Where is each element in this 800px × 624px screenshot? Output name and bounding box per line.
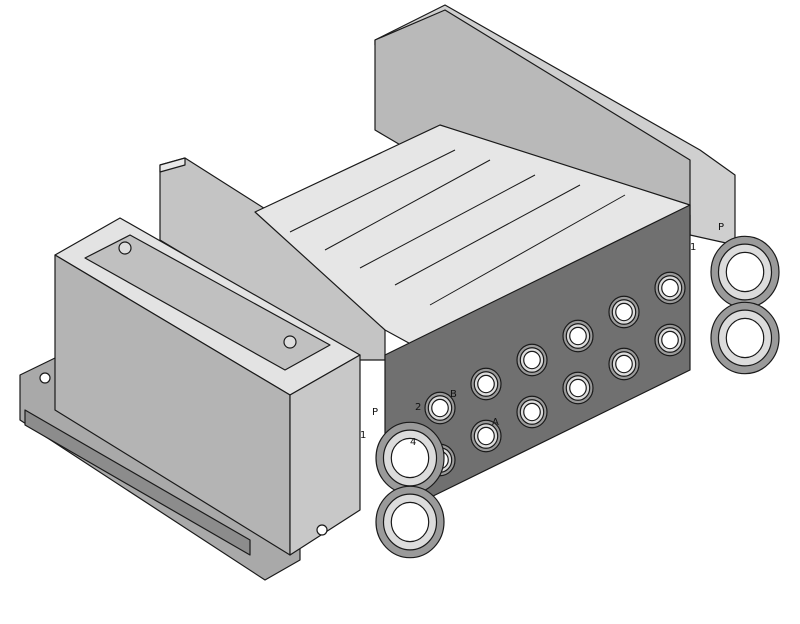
supply-fitting-right-bottom xyxy=(710,301,780,375)
port-fitting-b xyxy=(424,391,456,425)
screw-icon xyxy=(283,335,297,349)
port-fitting-b-ring xyxy=(523,350,541,370)
port-fitting-b xyxy=(470,367,502,401)
supply-fitting-right-top xyxy=(710,235,780,309)
supply-fitting-left-top-ring xyxy=(390,437,430,479)
marking-b: B xyxy=(450,389,457,400)
din-rail xyxy=(24,409,251,556)
mount-hole xyxy=(39,372,51,384)
port-fitting-a xyxy=(562,371,594,405)
port-fitting-b xyxy=(654,271,686,305)
marking-2: 2 xyxy=(415,402,421,413)
port-fitting-a xyxy=(516,395,548,429)
supply-fitting-right-bottom-ring xyxy=(725,317,765,359)
port-fitting-a-ring xyxy=(661,330,679,350)
port-fitting-b xyxy=(562,319,594,353)
port-fitting-a-ring xyxy=(569,378,587,398)
supply-fitting-right-top-ring xyxy=(725,251,765,293)
marking-p-right: P xyxy=(718,222,724,233)
station-dividers xyxy=(289,149,626,306)
port-fitting-b xyxy=(516,343,548,377)
port-fitting-b-ring xyxy=(661,278,679,298)
port-fitting-a-ring xyxy=(615,354,633,374)
port-fitting-b-ring xyxy=(431,398,449,418)
port-fitting-a xyxy=(608,347,640,381)
vertical-plate-edge xyxy=(159,157,186,173)
port-fitting-b xyxy=(608,295,640,329)
markings: P 1 P 1 2 4 B A xyxy=(360,222,724,448)
supply-fitting-left-top xyxy=(375,421,445,495)
fittings xyxy=(375,235,780,559)
port-fitting-b-ring xyxy=(615,302,633,322)
supply-fitting-left-bottom xyxy=(375,485,445,559)
port-fitting-a xyxy=(470,419,502,453)
marking-1: 1 xyxy=(360,430,366,441)
port-fitting-a-ring xyxy=(523,402,541,422)
port-fitting-b-ring xyxy=(477,374,495,394)
port-fitting-a-ring xyxy=(477,426,495,446)
marking-a: A xyxy=(492,417,499,428)
port-fitting-a xyxy=(654,323,686,357)
marking-4: 4 xyxy=(410,437,416,448)
cover-plate xyxy=(84,234,331,371)
port-fitting-b-ring xyxy=(569,326,587,346)
mount-hole xyxy=(316,524,328,536)
screw-icon xyxy=(118,241,132,255)
marking-1-right: 1 xyxy=(690,242,696,253)
left-end-side xyxy=(289,354,361,556)
supply-fitting-left-bottom-ring xyxy=(390,501,430,543)
marking-p: P xyxy=(372,407,378,418)
